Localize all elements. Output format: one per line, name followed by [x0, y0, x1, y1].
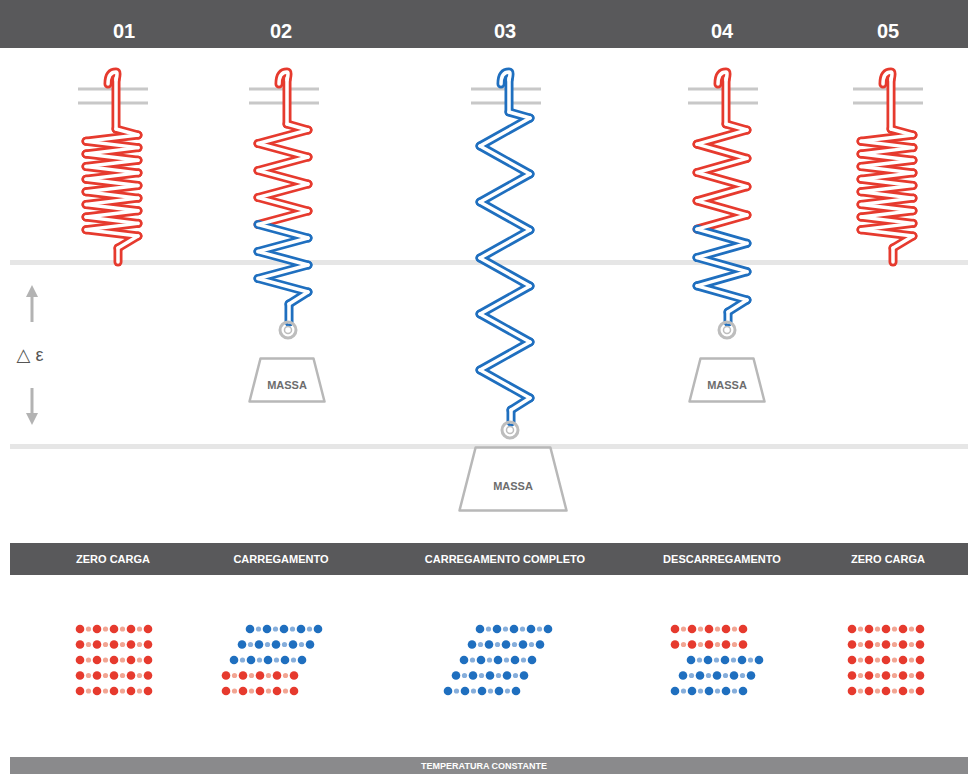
mass-label: MASSA [458, 480, 568, 492]
footer-bar [10, 757, 968, 774]
stage-label: DESCARREGAMENTO [663, 553, 781, 565]
step-number: 01 [113, 20, 135, 43]
stage-label: ZERO CARGA [76, 553, 150, 565]
lattices [76, 625, 925, 696]
mass-weight: MASSA [248, 357, 326, 403]
stage-bar [10, 543, 968, 575]
header-bar [0, 0, 968, 48]
mass-weight: MASSA [458, 446, 568, 512]
step-number: 03 [494, 20, 516, 43]
stage-label: CARREGAMENTO [233, 553, 328, 565]
mass-outline [458, 446, 568, 512]
mass-label: MASSA [248, 379, 326, 391]
step-number: 02 [270, 20, 292, 43]
stage-label: CARREGAMENTO COMPLETO [425, 553, 585, 565]
step-number: 04 [711, 20, 733, 43]
mass-label: MASSA [688, 379, 766, 391]
mass-weight: MASSA [688, 357, 766, 403]
strain-label: △ ε [17, 344, 44, 366]
stage-label: ZERO CARGA [851, 553, 925, 565]
step-number: 05 [877, 20, 899, 43]
footer-label: TEMPERATURA CONSTANTE [421, 761, 547, 771]
springs [78, 72, 923, 438]
